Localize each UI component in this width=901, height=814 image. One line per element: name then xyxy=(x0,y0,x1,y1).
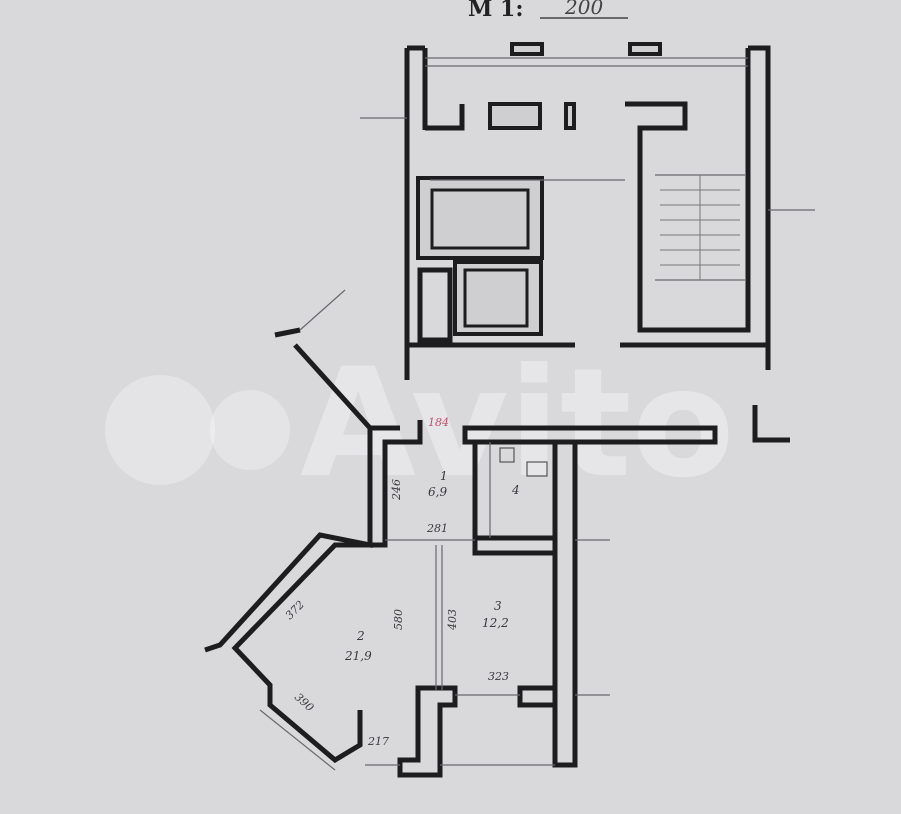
scale-value: 200 xyxy=(564,0,603,19)
stairwell-block xyxy=(360,42,815,380)
dim-217: 217 xyxy=(367,735,389,748)
dim-372: 372 xyxy=(283,598,307,622)
dim-281: 281 xyxy=(426,522,448,535)
dim-323: 323 xyxy=(488,670,509,683)
room-1-number: 1 xyxy=(440,469,448,483)
dim-403: 403 xyxy=(446,609,459,631)
room-4-number: 4 xyxy=(511,483,520,497)
corridor-wall xyxy=(462,425,718,445)
scale-label: М 1: xyxy=(468,0,523,22)
dim-580: 580 xyxy=(392,609,405,630)
room-2-area: 21,9 xyxy=(344,649,372,663)
room-3-area: 12,2 xyxy=(482,616,509,630)
room-3-number: 3 xyxy=(494,599,502,613)
apartment xyxy=(204,289,610,778)
room-1-area: 6,9 xyxy=(428,485,447,499)
dim-184: 184 xyxy=(428,416,449,429)
dim-390: 390 xyxy=(292,691,316,715)
room-2-number: 2 xyxy=(356,629,365,643)
dim-246: 246 xyxy=(390,479,403,501)
